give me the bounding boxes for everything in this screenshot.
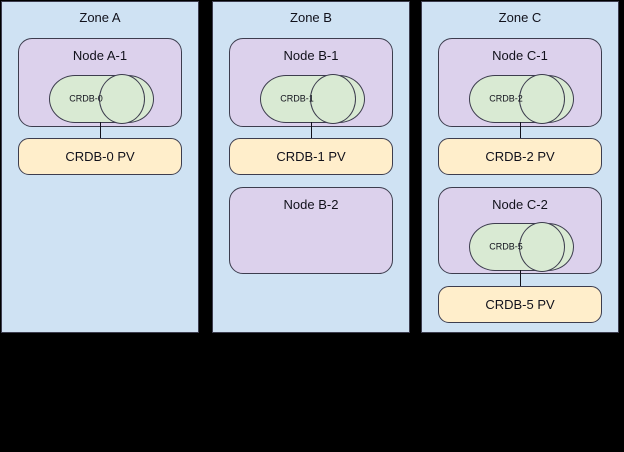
- pod-label-crdb-1: CRDB-1: [280, 93, 314, 104]
- pod-cylinder-cap: [519, 74, 565, 124]
- zone-container-a[interactable]: Zone A Node A-1 CRDB-0 CRDB-0 PV: [1, 1, 199, 333]
- pv-label-crdb-1: CRDB-1 PV: [276, 148, 346, 164]
- zone-container-b[interactable]: Zone B Node B-1 CRDB-1 CRDB-1 PV Node B-…: [212, 1, 410, 333]
- pv-box-crdb-2[interactable]: CRDB-2 PV: [438, 138, 602, 175]
- pod-label-crdb-2: CRDB-2: [489, 93, 523, 104]
- pv-box-crdb-1[interactable]: CRDB-1 PV: [229, 138, 393, 175]
- pod-cylinder-crdb-2[interactable]: CRDB-2: [469, 74, 574, 124]
- pod-cylinder-crdb-1[interactable]: CRDB-1: [260, 74, 365, 124]
- pv-box-crdb-5[interactable]: CRDB-5 PV: [438, 286, 602, 323]
- pv-box-crdb-0[interactable]: CRDB-0 PV: [18, 138, 182, 175]
- pv-label-crdb-5: CRDB-5 PV: [485, 296, 555, 312]
- zone-title-a: Zone A: [79, 10, 121, 25]
- node-box-b-2[interactable]: Node B-2: [229, 187, 393, 274]
- pod-cylinder-cap: [310, 74, 356, 124]
- node-title-b-1: Node B-1: [283, 48, 339, 63]
- connector-crdb-2-to-pv: [520, 122, 521, 139]
- pod-cylinder-cap: [99, 74, 145, 124]
- connector-crdb-0-to-pv: [100, 122, 101, 139]
- connector-crdb-1-to-pv: [311, 122, 312, 139]
- pod-cylinder-cap: [519, 222, 565, 272]
- connector-crdb-5-to-pv: [520, 270, 521, 287]
- pod-cylinder-crdb-0[interactable]: CRDB-0: [49, 74, 154, 124]
- node-box-a-1[interactable]: Node A-1 CRDB-0: [18, 38, 182, 127]
- node-title-b-2: Node B-2: [283, 197, 339, 212]
- node-title-a-1: Node A-1: [72, 48, 128, 63]
- pod-cylinder-crdb-5[interactable]: CRDB-5: [469, 222, 574, 272]
- node-box-c-2[interactable]: Node C-2 CRDB-5: [438, 187, 602, 274]
- pv-label-crdb-2: CRDB-2 PV: [485, 148, 555, 164]
- node-title-c-1: Node C-1: [492, 48, 548, 63]
- node-box-b-1[interactable]: Node B-1 CRDB-1: [229, 38, 393, 127]
- pod-label-crdb-0: CRDB-0: [69, 93, 103, 104]
- node-title-c-2: Node C-2: [492, 197, 548, 212]
- node-box-c-1[interactable]: Node C-1 CRDB-2: [438, 38, 602, 127]
- zone-title-c: Zone C: [498, 10, 542, 25]
- pod-label-crdb-5: CRDB-5: [489, 241, 523, 252]
- pv-label-crdb-0: CRDB-0 PV: [65, 148, 135, 164]
- zone-title-b: Zone B: [290, 10, 332, 25]
- zone-container-c[interactable]: Zone C Node C-1 CRDB-2 CRDB-2 PV Node C-…: [421, 1, 619, 333]
